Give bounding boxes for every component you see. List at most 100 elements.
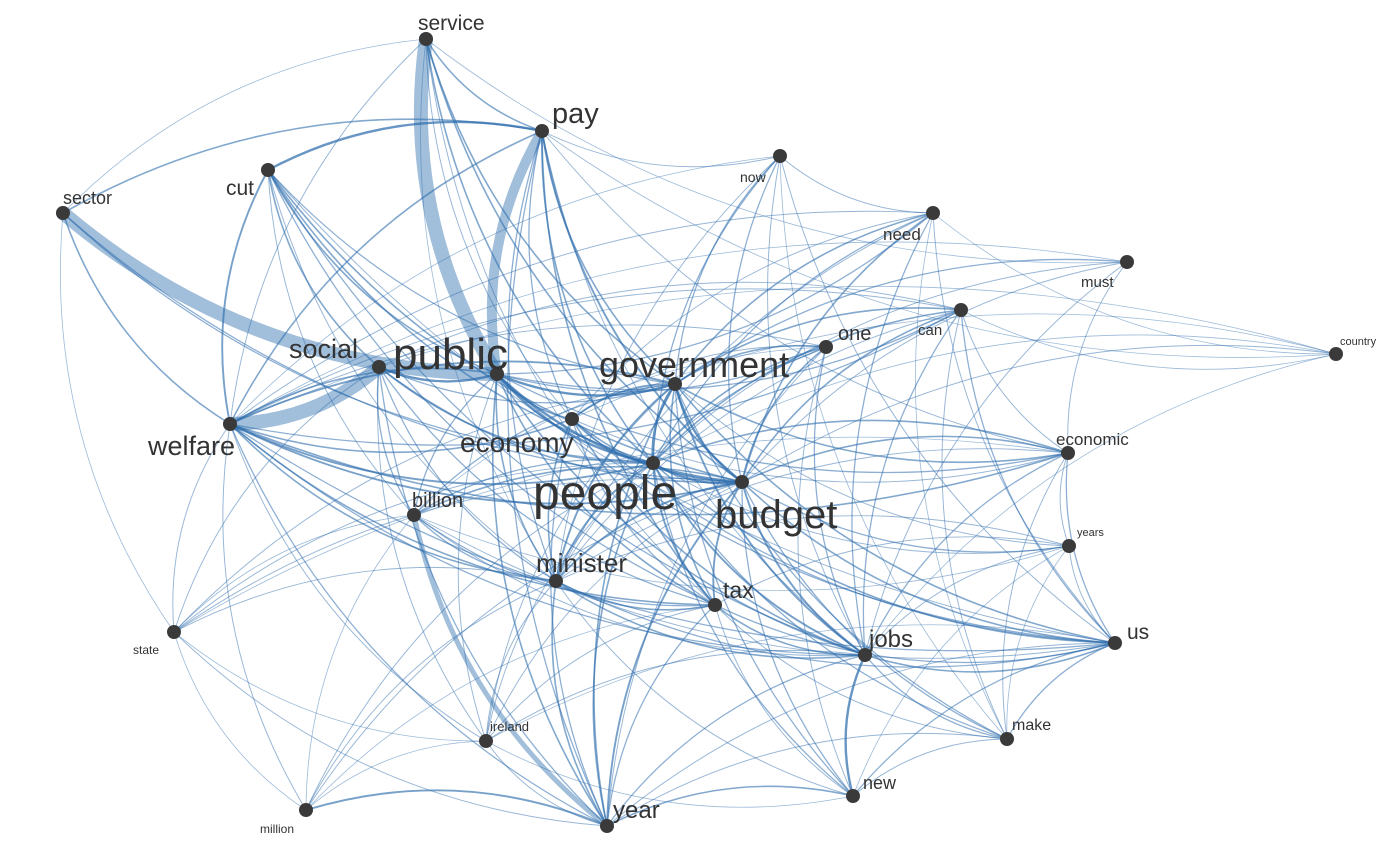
- edge-can-welfare: [229, 288, 962, 425]
- edge-country-economy: [571, 313, 1337, 420]
- edge-public-welfare: [229, 367, 498, 425]
- node-country[interactable]: [1329, 347, 1343, 361]
- edge-welfare-minister: [229, 423, 557, 582]
- edge-tax-jobs: [714, 604, 866, 656]
- edge-us-year: [606, 642, 1116, 827]
- edge-billion-years: [413, 514, 1070, 591]
- edge-sector-welfare: [62, 212, 231, 425]
- node-cut[interactable]: [261, 163, 275, 177]
- edge-us-make: [1006, 642, 1116, 740]
- edge-service-people: [425, 38, 654, 464]
- edge-ireland-year: [485, 740, 608, 827]
- node-public[interactable]: [490, 367, 504, 381]
- edge-economic-us: [1065, 452, 1116, 644]
- label-tax: tax: [723, 577, 754, 603]
- label-ireland: ireland: [490, 719, 529, 734]
- node-years[interactable]: [1062, 539, 1076, 553]
- edge-people-jobs: [652, 462, 866, 656]
- edge-public-jobs: [496, 373, 866, 656]
- edge-government-state: [173, 383, 676, 633]
- label-cut: cut: [226, 177, 254, 200]
- node-now[interactable]: [773, 149, 787, 163]
- node-minister[interactable]: [549, 574, 563, 588]
- node-government[interactable]: [668, 377, 682, 391]
- node-must[interactable]: [1120, 255, 1134, 269]
- edge-service-economy: [425, 38, 573, 420]
- edge-need-welfare: [229, 210, 934, 425]
- node-can[interactable]: [954, 303, 968, 317]
- node-state[interactable]: [167, 625, 181, 639]
- edge-pay-budget: [541, 130, 743, 483]
- label-sector: sector: [63, 188, 112, 208]
- node-people[interactable]: [646, 456, 660, 470]
- edge-budget-tax: [712, 481, 743, 606]
- edge-years-minister: [555, 515, 1070, 582]
- edge-economy-tax: [571, 418, 716, 606]
- node-social[interactable]: [372, 360, 386, 374]
- edge-can-us: [960, 309, 1116, 644]
- edge-can-government: [674, 307, 962, 385]
- edge-welfare-jobs: [229, 423, 866, 656]
- edge-pay-economy: [528, 130, 573, 420]
- node-sector[interactable]: [56, 206, 70, 220]
- node-economy[interactable]: [565, 412, 579, 426]
- edge-service-welfare: [229, 38, 427, 425]
- node-economic[interactable]: [1061, 446, 1075, 460]
- label-us: us: [1127, 621, 1149, 644]
- node-new[interactable]: [846, 789, 860, 803]
- edge-service-budget: [425, 38, 743, 483]
- edge-now-welfare: [229, 155, 781, 425]
- node-need[interactable]: [926, 206, 940, 220]
- edge-country-budget: [741, 344, 1337, 483]
- node-us[interactable]: [1108, 636, 1122, 650]
- edge-can-minister: [555, 309, 962, 582]
- edge-can-jobs: [862, 309, 962, 656]
- edge-pay-tax: [541, 130, 716, 606]
- node-ireland[interactable]: [479, 734, 493, 748]
- edge-public-tax: [496, 373, 716, 606]
- node-year[interactable]: [600, 819, 614, 833]
- node-one[interactable]: [819, 340, 833, 354]
- edge-economic-minister: [555, 448, 1069, 582]
- edge-tax-ireland: [485, 604, 716, 742]
- edge-welfare-social: [223, 360, 386, 431]
- node-pay[interactable]: [535, 124, 549, 138]
- label-country: country: [1340, 336, 1377, 348]
- edge-tax-new: [714, 604, 854, 797]
- edge-one-jobs: [813, 346, 866, 656]
- edge-pay-cut: [266, 120, 544, 172]
- edge-people-tax: [652, 462, 716, 606]
- edge-must-people: [652, 261, 1128, 464]
- node-service[interactable]: [419, 32, 433, 46]
- edge-must-budget: [741, 261, 1128, 483]
- node-jobs[interactable]: [858, 648, 872, 662]
- edge-country-jobs: [864, 353, 1337, 656]
- edge-one-new: [797, 346, 854, 797]
- edge-jobs-year: [606, 654, 866, 827]
- edge-people-million: [305, 462, 654, 811]
- edge-ireland-new: [485, 740, 854, 808]
- label-jobs: jobs: [868, 626, 913, 653]
- edge-public-need: [496, 212, 934, 375]
- node-tax[interactable]: [708, 598, 722, 612]
- edge-public-ireland: [457, 373, 498, 742]
- edge-must-economic: [1067, 261, 1128, 454]
- node-million[interactable]: [299, 803, 313, 817]
- edge-jobs-ireland: [485, 649, 866, 742]
- node-budget[interactable]: [735, 475, 749, 489]
- label-billion: billion: [412, 490, 463, 512]
- edge-budget-make: [741, 481, 1008, 740]
- edge-pay-public: [486, 126, 547, 379]
- edge-public-us: [496, 373, 1116, 644]
- edge-one-billion: [413, 346, 827, 516]
- node-billion[interactable]: [407, 508, 421, 522]
- edge-now-people: [652, 155, 781, 464]
- node-welfare[interactable]: [223, 417, 237, 431]
- edge-budget-minister: [555, 481, 743, 582]
- node-make[interactable]: [1000, 732, 1014, 746]
- edge-billion-million: [305, 514, 415, 811]
- edge-tax-make: [714, 604, 1008, 740]
